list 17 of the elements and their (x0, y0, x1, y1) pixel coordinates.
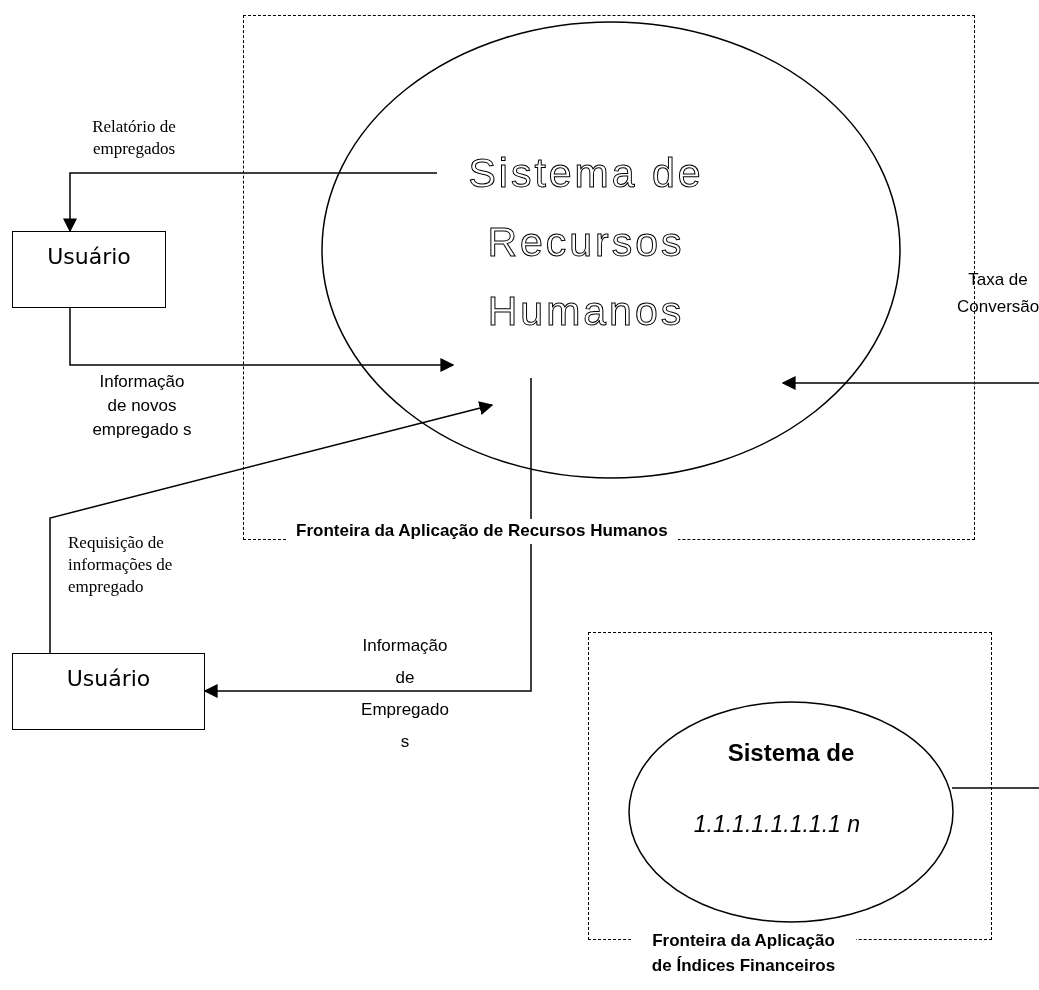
edge-label: Taxa de Conversão (957, 269, 1039, 319)
process-ellipse (628, 701, 954, 923)
process-label: Sistema de Recursos Humanos (467, 149, 705, 336)
entity-label: Usuário (46, 244, 132, 269)
process-title: Sistema de (726, 739, 856, 767)
process-number: 1.1.1.1.1.1.1.1 n (692, 810, 860, 839)
entity-label: Usuário (65, 666, 152, 691)
edge-label: Informação de Empregado s (360, 635, 450, 753)
process-ellipse (321, 21, 901, 479)
arrow (203, 377, 532, 698)
arrow (781, 376, 1039, 390)
arrow (49, 401, 494, 654)
arrow (69, 307, 455, 372)
boundary-label: Fronteira da Aplicação de Recursos Humanos (286, 519, 678, 544)
entity-box (12, 231, 166, 308)
arrow (63, 172, 438, 233)
entity-box (12, 653, 205, 730)
